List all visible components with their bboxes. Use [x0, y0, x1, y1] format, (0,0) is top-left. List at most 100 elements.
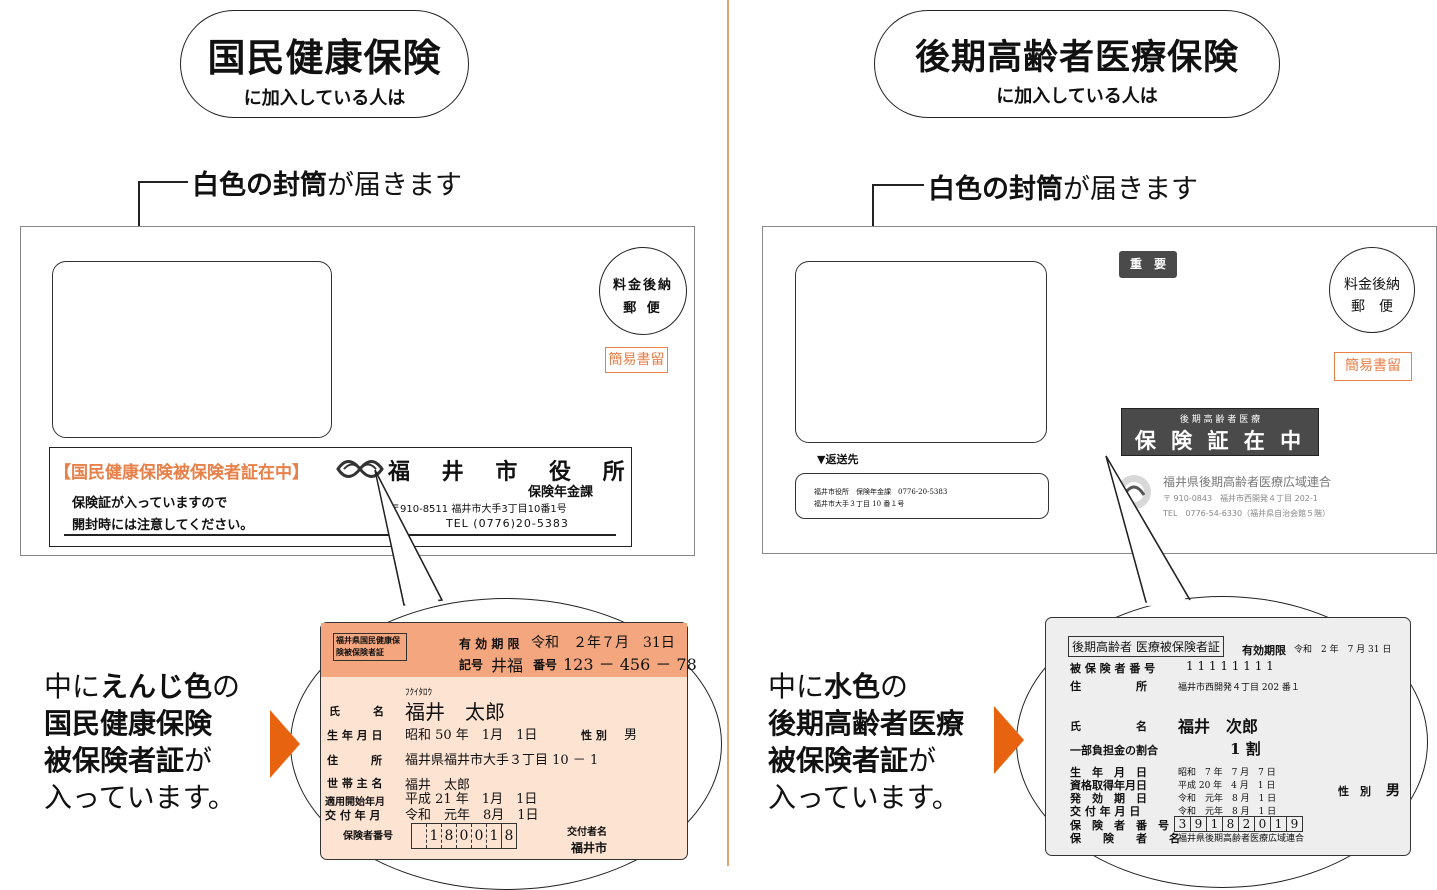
- left-arrow-shaft: [138, 181, 140, 243]
- right-title: 後期高齢者医療保険: [914, 38, 1239, 78]
- right-return-line1: 福井市役所 保険年金課 0776-20-5383: [814, 488, 948, 496]
- left-subtitle: に加入している人は: [243, 88, 406, 109]
- insurer-digit: 0: [1255, 817, 1271, 831]
- right-card-name-label: 氏 名: [1070, 720, 1147, 733]
- right-card-copay-label: 一部負担金の割合: [1070, 744, 1158, 757]
- insurer-digit: 8: [442, 824, 457, 848]
- left-envelope-window: [52, 261, 332, 438]
- right-card-effective-value: 令和 元年 8 月 1 日: [1178, 794, 1277, 804]
- right-mid-line4: 入っています。: [768, 781, 960, 814]
- right-card-sex-label: 性 別: [1338, 785, 1371, 798]
- right-card-validity-value: 令和 2 年 7 月 31 日: [1294, 645, 1392, 655]
- left-sender-tel: TEL (0776)20-5383: [446, 517, 569, 530]
- insurer-digit: 0: [457, 824, 472, 848]
- right-card-header-box: 後期高齢者 医療被保険者証: [1068, 636, 1224, 657]
- left-card-address-label: 住 所: [327, 754, 382, 767]
- left-card-sex-label: 性 別: [581, 729, 607, 742]
- left-card-birth-label: 生 年 月 日: [327, 729, 383, 742]
- left-stamp-line1: 料金後納: [612, 278, 673, 293]
- right-mid-line2: 後期高齢者医療: [768, 705, 964, 742]
- right-callout-pointer-cover: [1105, 455, 1191, 606]
- left-card-issuer-label: 交付者名: [567, 827, 607, 838]
- left-title: 国民健康保険: [207, 36, 442, 80]
- right-union-address: 〒 910-0843 福井市西開発４丁目 202-1: [1163, 494, 1318, 503]
- left-sender-address: 〒910-8511 福井市大手3丁目10番1号: [390, 504, 567, 515]
- right-card-address-value: 福井市西開発４丁目 202 番１: [1178, 683, 1300, 693]
- insurer-digit: 0: [472, 824, 487, 848]
- insurer-digit: 8: [1223, 817, 1239, 831]
- right-arrow-label-bold: 白色の封筒: [928, 174, 1063, 205]
- insurer-digit: 9: [1191, 817, 1207, 831]
- right-title-pill: 後期高齢者医療保険 に加入している人は: [874, 10, 1280, 118]
- right-subtitle: に加入している人は: [996, 86, 1158, 107]
- insurer-digit: 1: [1207, 817, 1223, 831]
- left-card-insurer-label: 保険者番号: [343, 831, 393, 842]
- left-mid-line4: 入っています。: [44, 781, 236, 814]
- left-card-issuer-value: 福井市: [571, 841, 608, 855]
- right-return-box: 福井市役所 保険年金課 0776-20-5383 福井市大手３丁目 10 番１号: [795, 473, 1049, 519]
- left-sender-dept: 保険年金課: [528, 485, 594, 500]
- left-card-symbol-label: 記号: [459, 658, 484, 672]
- left-stamp-line2: 郵 便: [623, 301, 663, 316]
- right-return-line2: 福井市大手３丁目 10 番１号: [814, 500, 905, 508]
- right-envelope: 重 要 料金後納 郵 便 簡易書留 後 期 高 齢 者 医 療 保 険 証 在 …: [762, 226, 1437, 554]
- right-mid-l1-bold: 水色: [824, 670, 881, 703]
- left-title-pill: 国民健康保険 に加入している人は: [180, 10, 469, 118]
- right-card-qualify-label: 資格取得年月日: [1070, 779, 1147, 792]
- right-card-insured-no-value: 1 1 1 1 1 1 1 1: [1186, 659, 1274, 673]
- right-card-validity-label: 有効期限: [1242, 644, 1286, 657]
- right-card-insured-no-label: 被 保 険 者 番 号: [1070, 662, 1156, 675]
- left-card-validity-label: 有 効 期 限: [459, 637, 520, 651]
- right-card-issue-value: 令和 元年 8 月 1 日: [1178, 807, 1277, 817]
- left-card-name-value: 福井 太郎: [405, 700, 505, 724]
- right-postage-stamp: 料金後納 郵 便: [1329, 247, 1415, 333]
- insurer-digit: 8: [504, 828, 514, 844]
- right-mid-l3-post: が: [908, 744, 937, 777]
- insurer-digit: 3: [1175, 817, 1191, 831]
- right-card-copay-value: 1 割: [1230, 740, 1261, 758]
- right-banner-small: 後 期 高 齢 者 医 療: [1179, 415, 1261, 425]
- right-insurance-card: 後期高齢者 医療被保険者証 有効期限 令和 2 年 7 月 31 日 被 保 険…: [1045, 617, 1411, 856]
- insurer-digit: 1: [1271, 817, 1287, 831]
- left-card-number-value: 123 － 456 － 78: [563, 655, 697, 674]
- left-arrow-label-rest: が届きます: [327, 170, 462, 201]
- left-card-symbol-value: 井福: [491, 656, 524, 675]
- right-card-insurer-label: 保 険 者 名: [1070, 832, 1180, 845]
- right-union-name: 福井県後期高齢者医療広域連合: [1163, 475, 1332, 489]
- left-arrow-label: 白色の封筒が届きます: [192, 163, 462, 202]
- right-stamp-line1: 料金後納: [1344, 277, 1400, 293]
- left-arrow-line: [138, 181, 188, 183]
- left-mid-line3: 被保険者証が: [44, 742, 240, 779]
- insurer-digit: [412, 824, 427, 848]
- right-card-insurer-value: 福井県後期高齢者医療広域連合: [1178, 834, 1305, 844]
- right-card-issue-label: 交 付 年 月 日: [1070, 805, 1141, 818]
- right-arrow-line: [872, 184, 924, 186]
- left-card-start-label: 適用開始年月: [325, 797, 385, 808]
- left-insert-label: 【国民健康保険被保険者証在中】: [54, 463, 309, 483]
- right-mid-l2-bold: 後期高齢者医療: [768, 707, 965, 740]
- right-mid-l1-pre: 中に: [768, 670, 825, 703]
- right-card-name-value: 福井 次郎: [1178, 717, 1259, 736]
- left-card-start-value: 平成 21 年 1月 1日: [405, 792, 538, 807]
- left-insert-panel: 【国民健康保険被保険者証在中】 福 井 市 役 所 保険証が入っていますので 開…: [49, 447, 632, 547]
- left-arrow-label-bold: 白色の封筒: [192, 170, 327, 201]
- right-important-badge: 重 要: [1119, 251, 1177, 278]
- insurer-digit: 1: [427, 824, 442, 848]
- left-mid-l2-bold: 国民健康保険: [44, 707, 213, 740]
- right-mid-l3-bold: 被保険者証: [768, 744, 909, 777]
- right-card-address-label: 住 所: [1070, 680, 1147, 693]
- left-card-number-label: 番号: [533, 658, 558, 672]
- left-note-line2: 開封時には注意してください。: [72, 518, 254, 533]
- left-card-name-label: 氏 名: [329, 705, 384, 718]
- left-mid-l1-bold: えんじ色: [100, 670, 213, 703]
- insurer-digit: 9: [1290, 817, 1299, 831]
- left-card-householder-value: 福井 太郎: [405, 778, 471, 793]
- left-mid-line2: 国民健康保険: [44, 705, 240, 742]
- insurer-digit: 1: [487, 824, 502, 848]
- left-middle-text: 中にえんじ色の 国民健康保険 被保険者証が 入っています。: [44, 668, 240, 816]
- left-card-address-value: 福井県福井市大手３丁目 10 － 1: [405, 753, 599, 768]
- right-card-effective-label: 発 効 期 日: [1070, 792, 1147, 805]
- center-divider: [727, 0, 729, 866]
- left-card-header-box: 福井県国民健康保険被保険者証: [333, 633, 407, 661]
- left-card-validity-value: 令和 ２年７月 31日: [531, 635, 675, 651]
